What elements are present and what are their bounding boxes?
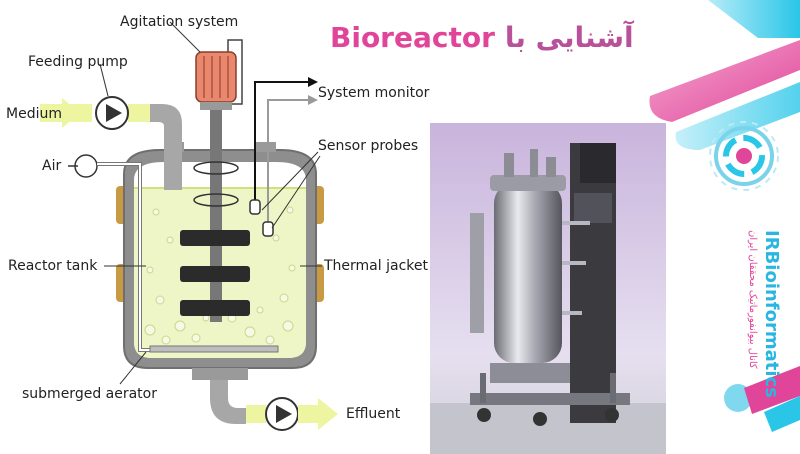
label-submerged-aerator: submerged aerator: [22, 386, 157, 402]
monitor-line-2: [267, 99, 310, 222]
brand-area: IRBioinformatics کانال بیوانفورماتیک محق…: [722, 230, 786, 420]
label-effluent: Effluent: [346, 406, 401, 422]
label-system-monitor: System monitor: [318, 85, 430, 101]
medium-arrow-head: [62, 98, 80, 128]
effluent-arrow-shaft: [298, 405, 320, 423]
aerator-bar: [149, 345, 279, 353]
label-thermal-jacket: Thermal jacket: [324, 258, 428, 274]
sensor-probe-1: [249, 199, 261, 215]
monitor-line-1: [254, 81, 310, 200]
bottom-flange: [192, 368, 248, 380]
effluent-pipe: [246, 405, 266, 423]
brand-channel: کانال بیوانفورماتیک محققان ایران: [747, 230, 758, 369]
bioreactor-photo: [430, 123, 666, 454]
label-sensor-probes: Sensor probes: [318, 138, 419, 154]
label-air: Air: [42, 158, 62, 174]
impellers: [180, 230, 250, 316]
brand-logo-icon: [709, 121, 779, 191]
motor-body: [195, 51, 237, 103]
effluent-arrow-head: [318, 398, 338, 430]
air-pump-icon: [74, 154, 98, 178]
rotation-arrow: [193, 161, 239, 175]
outlet-pipe: [210, 380, 246, 424]
cyan-band-mid: [675, 82, 800, 150]
label-feeding-pump: Feeding pump: [28, 54, 128, 70]
medium-pipe-bend: [150, 104, 182, 190]
pink-band-bottom: [744, 366, 800, 414]
pink-band: [649, 40, 800, 122]
cyan-band-top: [708, 0, 800, 38]
page-title: Bioreactor آشنایی با: [330, 18, 634, 58]
label-reactor-tank: Reactor tank: [8, 258, 98, 274]
label-medium: Medium: [6, 106, 62, 122]
title-persian: آشنایی با: [504, 21, 634, 54]
brand-name: IRBioinformatics: [761, 230, 782, 398]
cyan-band-bottom: [764, 396, 800, 432]
agitator-shaft: [210, 110, 222, 322]
motor-cap: [200, 102, 232, 110]
title-english: Bioreactor: [330, 21, 495, 54]
sensor-probe-2: [262, 221, 274, 237]
label-agitation-system: Agitation system: [120, 14, 239, 30]
bioreactor-diagram: [40, 21, 338, 431]
top-port-right: [256, 142, 276, 152]
